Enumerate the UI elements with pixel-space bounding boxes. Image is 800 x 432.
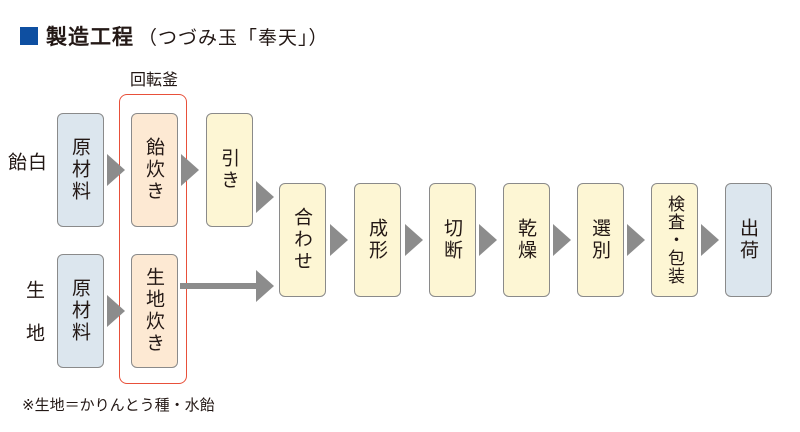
box-raw-material-top: 原材料: [57, 113, 104, 227]
box-drying: 乾燥: [503, 183, 550, 297]
footnote: ※生地＝かりんとう種・水飴: [22, 396, 215, 414]
box-shaping: 成形: [354, 183, 401, 297]
box-shipping-label: 出荷: [737, 218, 759, 262]
box-drying-label: 乾燥: [515, 218, 537, 262]
arrow-dry-to-sort: [553, 224, 571, 256]
rotary-kettle-label: 回転釜: [129, 70, 178, 89]
arrow-raw-to-candy: [107, 154, 125, 186]
arrow-pull-to-combine: [256, 181, 274, 213]
box-combining-label: 合わせ: [291, 207, 313, 273]
box-candy-cooking: 飴炊き: [131, 113, 178, 227]
box-dough-cooking: 生地炊き: [131, 254, 178, 368]
arrow-candy-to-pull: [181, 154, 199, 186]
box-cutting: 切断: [429, 183, 476, 297]
box-candy-cooking-label: 飴炊き: [143, 137, 165, 203]
title-main: 製造工程: [46, 25, 134, 49]
arrow-sort-to-inspect: [627, 224, 645, 256]
row-label-white-candy: 白飴: [5, 138, 47, 208]
title-sub: （つづみ玉「奉天」）: [138, 26, 329, 49]
box-raw-material-bottom-label: 原材料: [69, 278, 91, 344]
box-shaping-label: 成形: [366, 218, 388, 262]
row-label-dough: 生地: [22, 280, 46, 370]
connector-dough-to-combine: [180, 283, 258, 289]
box-pulling-label: 引き: [218, 148, 240, 192]
arrow-cut-to-dry: [479, 224, 497, 256]
title-square-icon: [20, 27, 38, 45]
arrow-combine-to-shape: [330, 224, 348, 256]
arrow-raw-to-dough: [107, 295, 125, 327]
box-raw-material-top-label: 原材料: [69, 137, 91, 203]
box-cutting-label: 切断: [441, 218, 463, 262]
arrow-dough-to-combine: [256, 270, 274, 302]
box-sorting: 選別: [577, 183, 624, 297]
page-title: 製造工程 （つづみ玉「奉天」）: [20, 22, 329, 50]
row-label-white-candy-text: 白飴: [5, 151, 47, 195]
row-label-dough-text: 生地: [23, 280, 45, 366]
box-sorting-label: 選別: [589, 218, 611, 262]
box-raw-material-bottom: 原材料: [57, 254, 104, 368]
box-inspection-packaging: 検査・包装: [651, 183, 698, 297]
box-shipping: 出荷: [725, 183, 772, 297]
box-pulling: 引き: [206, 113, 253, 227]
arrow-inspect-to-ship: [701, 224, 719, 256]
arrow-shape-to-cut: [405, 224, 423, 256]
box-inspection-packaging-label: 検査・包装: [664, 195, 684, 285]
rotary-kettle-frame: [119, 94, 187, 384]
box-combining: 合わせ: [279, 183, 326, 297]
box-dough-cooking-label: 生地炊き: [143, 267, 165, 355]
